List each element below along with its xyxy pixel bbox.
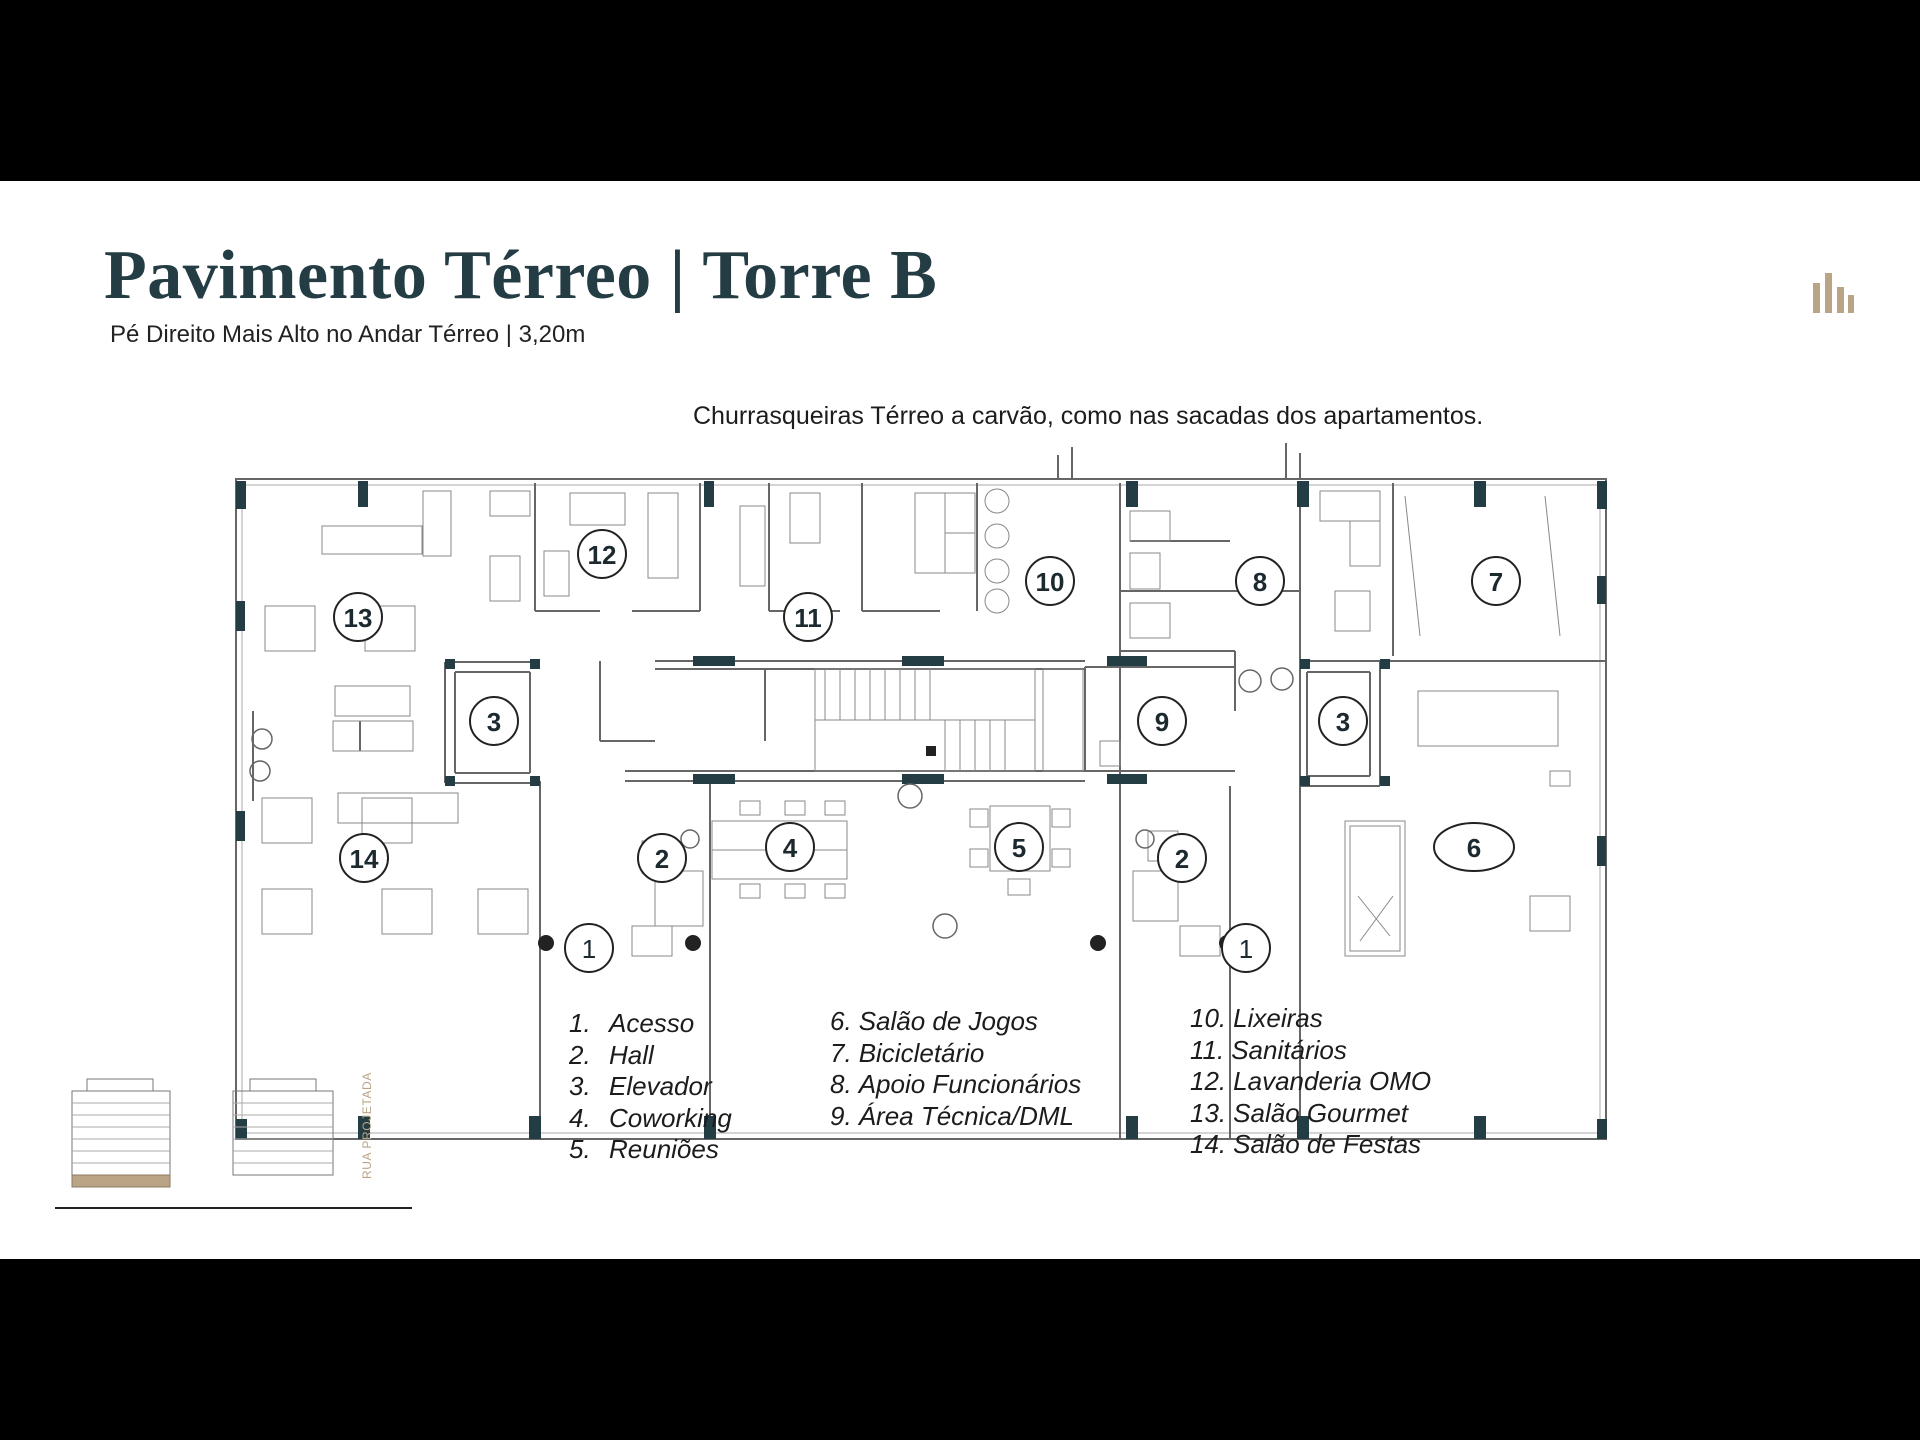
room-label-7: 7 (1471, 556, 1521, 606)
room-number: 2 (1175, 844, 1189, 874)
legend-item: 10.Lixeiras (1190, 1003, 1323, 1033)
staircase (814, 668, 1084, 772)
room-label-3-right: 3 (1318, 696, 1368, 746)
legend-item: 4.Coworking (569, 1102, 732, 1133)
legend-item: 13.Salão Gourmet (1190, 1097, 1409, 1128)
pillars (236, 481, 1607, 1139)
legend-item: 9.Área Técnica/DML (830, 1100, 1074, 1131)
legend-item: 5.Reuniões (569, 1134, 719, 1164)
plants (249, 667, 1294, 939)
room-number: 2 (655, 844, 669, 874)
room-number: 3 (487, 707, 501, 737)
room-label-2-right: 2 (1157, 833, 1207, 883)
legend-item: 3.Elevador (569, 1071, 712, 1101)
site-elevation (55, 1078, 412, 1209)
room-number: 10 (1036, 567, 1065, 597)
building-logo-icon (1813, 273, 1854, 313)
room-label-8: 8 (1235, 556, 1285, 606)
legend-item: 8.Apoio Funcionários (830, 1069, 1082, 1099)
legend-item: 2.Hall (569, 1039, 654, 1070)
legend-item: 1.Acesso (569, 1008, 695, 1038)
room-number: 8 (1253, 567, 1267, 597)
legend-column-3: 10.Lixeiras 11.Sanitários 12.Lavanderia … (1190, 1003, 1431, 1161)
legend-item: 7.Bicicletário (830, 1037, 985, 1068)
legend-item: 11.Sanitários (1190, 1034, 1347, 1065)
room-label-1-left: 1 (564, 923, 614, 973)
room-label-10: 10 (1025, 556, 1075, 606)
room-number: 13 (344, 603, 373, 633)
room-label-3-left: 3 (469, 696, 519, 746)
slide: Pavimento Térreo | Torre B Pé Direito Ma… (0, 181, 1920, 1259)
room-number: 4 (783, 833, 798, 863)
street-label: RUA PROJETADA (360, 1072, 374, 1179)
room-number: 1 (582, 934, 596, 964)
room-label-1-right: 1 (1221, 923, 1271, 973)
outer-walls (235, 443, 1607, 1140)
legend-item: 14.Salão de Festas (1190, 1129, 1422, 1159)
room-label-12: 12 (577, 529, 627, 579)
room-number: 12 (588, 540, 617, 570)
room-number: 11 (794, 603, 822, 633)
room-label-13: 13 (333, 592, 383, 642)
room-number: 7 (1489, 567, 1503, 597)
room-number: 1 (1239, 934, 1253, 964)
room-label-2-left: 2 (637, 833, 687, 883)
legend-column-1: 1.Acesso 2.Hall 3.Elevador 4.Coworking 5… (569, 1008, 732, 1166)
room-label-9: 9 (1137, 696, 1187, 746)
room-number: 14 (350, 844, 379, 874)
legend-item: 12.Lavanderia OMO (1190, 1066, 1432, 1096)
dark-planters (538, 935, 1235, 951)
room-label-11: 11 (783, 592, 833, 642)
room-labels: 12 13 11 10 8 7 3 9 3 4 5 6 2 2 14 1 1 (333, 529, 1521, 973)
legend-column-2: 6.Salão de Jogos 7.Bicicletário 8.Apoio … (830, 1006, 1081, 1132)
room-label-4: 4 (765, 822, 815, 872)
room-number: 3 (1336, 707, 1350, 737)
floor-plan: 12 13 11 10 8 7 3 9 3 4 5 6 2 2 14 1 1 (55, 443, 1607, 1209)
room-number: 6 (1467, 833, 1481, 863)
page-title: Pavimento Térreo | Torre B (104, 237, 938, 314)
legend-item: 6.Salão de Jogos (830, 1006, 1038, 1036)
furniture (261, 488, 1571, 957)
page-subtitle: Pé Direito Mais Alto no Andar Térreo | 3… (110, 321, 586, 348)
room-label-5: 5 (994, 822, 1044, 872)
room-number: 5 (1012, 833, 1026, 863)
room-label-6: 6 (1433, 822, 1515, 872)
barbecue-note: Churrasqueiras Térreo a carvão, como nas… (693, 402, 1484, 430)
room-label-14: 14 (339, 833, 389, 883)
room-number: 9 (1155, 707, 1169, 737)
